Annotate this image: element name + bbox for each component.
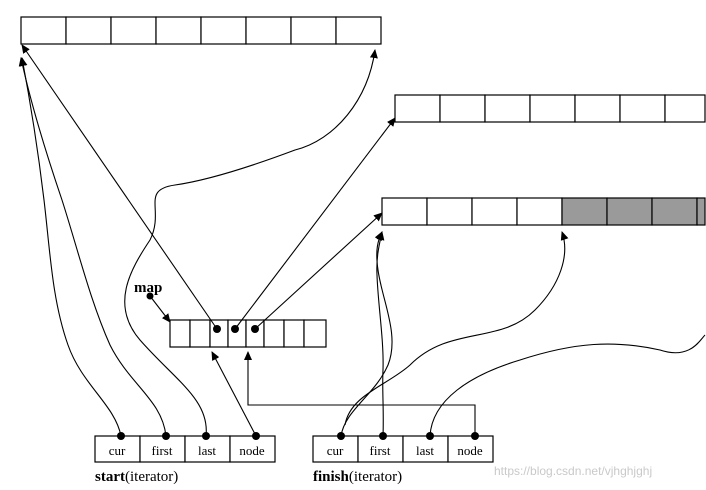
buffer-3-cell — [381, 197, 428, 226]
buffer-1-cell — [290, 16, 337, 45]
finish-field-box — [312, 435, 359, 463]
start-field-first: first — [152, 443, 173, 458]
start-field-last: last — [198, 443, 216, 458]
finish-field-box — [447, 435, 494, 463]
start-last-arrow — [124, 49, 378, 437]
finish-name: finish — [313, 469, 350, 485]
buffer-3-shaded-cell — [561, 197, 608, 226]
map-cell — [227, 319, 247, 348]
buffer-2-cell — [439, 94, 486, 123]
map-cell — [189, 319, 211, 348]
buffer-1-cell — [245, 16, 292, 45]
map-pointer-arrow — [149, 295, 171, 323]
watermark-text: https://blog.csdn.net/vjhghjghj — [494, 464, 652, 478]
buffer-3-shaded-cell — [606, 197, 653, 226]
buffer-1-cell — [110, 16, 157, 45]
start-field-cur: cur — [109, 443, 126, 458]
map-cell — [263, 319, 285, 348]
finish-cur-arrow — [340, 231, 393, 437]
start-type: (iterator) — [125, 469, 178, 485]
buffer-1-cell — [200, 16, 247, 45]
buffer-2 — [394, 94, 706, 123]
start-cur-arrow — [19, 57, 122, 437]
buffer-3-shaded-cell — [651, 197, 698, 226]
buffer-1 — [20, 16, 382, 45]
finish-node-arrow — [244, 351, 476, 436]
buffer-1-cell — [65, 16, 112, 45]
finish-first-arrow — [376, 231, 385, 437]
buffer-1-cell — [20, 16, 67, 45]
finish-field-last: last — [416, 443, 434, 458]
buffer-1-cell — [155, 16, 202, 45]
buffer-2-cell — [529, 94, 576, 123]
map-cell — [303, 319, 327, 348]
start-name: start — [95, 469, 125, 485]
start-iterator: cur first last node start(iterator) — [94, 435, 276, 485]
map-label: map — [134, 280, 162, 296]
map-cell — [169, 319, 191, 348]
map-to-buffer-3-arrow — [254, 212, 383, 330]
buffer-2-cell — [619, 94, 666, 123]
finish-field-first: first — [370, 443, 391, 458]
start-iterator-label: start(iterator) — [95, 469, 178, 485]
buffer-3-shaded-cell — [696, 197, 706, 226]
finish-back-arrow — [344, 231, 569, 426]
buffer-2-cell — [664, 94, 706, 123]
buffer-3-cell — [471, 197, 518, 226]
map-array — [169, 319, 327, 348]
finish-field-cur: cur — [327, 443, 344, 458]
start-node-arrow — [211, 351, 257, 437]
buffer-1-cell — [335, 16, 382, 45]
finish-last-arrow — [429, 334, 706, 437]
map-to-buffer-1-arrow — [21, 44, 218, 330]
map-cell — [283, 319, 305, 348]
buffer-3-cell — [426, 197, 473, 226]
finish-iterator: cur first last node finish(iterator) — [312, 435, 494, 485]
buffer-2-cell — [574, 94, 621, 123]
buffer-3-cell — [516, 197, 563, 226]
start-field-node: node — [239, 443, 265, 458]
finish-field-node: node — [457, 443, 483, 458]
buffer-2-cell — [484, 94, 531, 123]
map-to-buffer-2-arrow — [234, 117, 396, 330]
buffer-3 — [381, 197, 706, 226]
finish-type: (iterator) — [349, 469, 402, 485]
buffer-2-cell — [394, 94, 441, 123]
finish-field-box — [402, 435, 449, 463]
finish-iterator-label: finish(iterator) — [313, 469, 402, 485]
map-cell — [209, 319, 229, 348]
start-first-arrow — [18, 57, 167, 437]
map-cell — [245, 319, 265, 348]
